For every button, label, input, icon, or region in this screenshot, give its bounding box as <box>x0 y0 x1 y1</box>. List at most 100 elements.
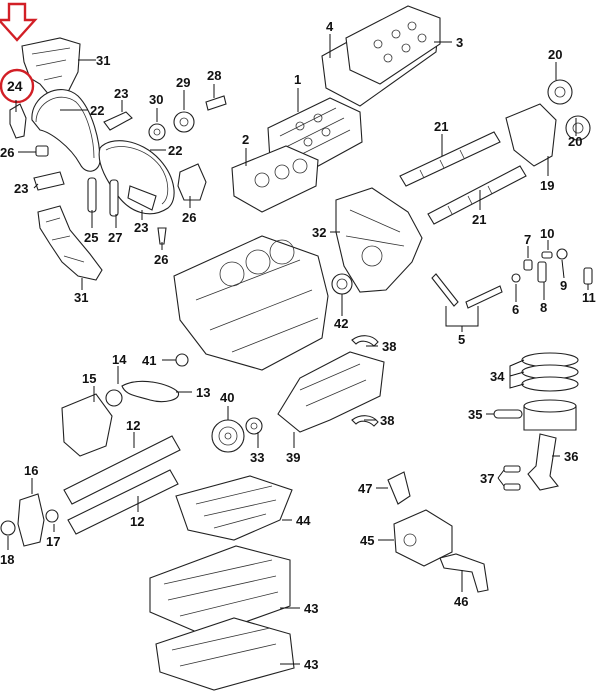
valve-keeper-6 <box>511 273 521 283</box>
callout-11: 11 <box>582 290 596 305</box>
callout-24: 24 <box>7 78 23 94</box>
callout-38b: 38 <box>380 413 394 428</box>
cam-sprocket-upper <box>547 79 573 105</box>
oil-pump-45 <box>393 509 453 567</box>
sprocket-30 <box>148 123 166 141</box>
callout-41: 41 <box>142 353 156 368</box>
balance-housing-16 <box>17 493 45 547</box>
bracket-47 <box>387 471 411 505</box>
chain-guide-23c <box>127 185 157 211</box>
callout-21a: 21 <box>434 119 448 134</box>
chain-13 <box>121 380 180 403</box>
callout-23c: 23 <box>134 220 148 235</box>
crank-damper <box>211 419 245 453</box>
rod-bolt-b <box>503 483 521 491</box>
camshaft-upper <box>399 131 501 187</box>
camshaft-lower <box>427 165 527 225</box>
callout-4: 4 <box>326 19 334 34</box>
crankshaft <box>277 351 385 433</box>
callout-10: 10 <box>540 226 554 241</box>
callout-13: 13 <box>196 385 210 400</box>
callout-22b: 22 <box>168 143 182 158</box>
callout-3: 3 <box>456 35 463 50</box>
callout-26a: 26 <box>0 145 14 160</box>
callout-21b: 21 <box>472 212 486 227</box>
callout-18: 18 <box>0 552 14 567</box>
callout-43a: 43 <box>304 601 318 616</box>
highlight-circle <box>0 68 35 104</box>
spring-8 <box>537 261 547 283</box>
callout-12a: 12 <box>126 418 140 433</box>
bolt-26a <box>35 145 49 157</box>
callout-30: 30 <box>149 92 163 107</box>
bearing-38b <box>351 415 379 427</box>
callout-38a: 38 <box>382 339 396 354</box>
callout-23b: 23 <box>14 181 28 196</box>
callout-16: 16 <box>24 463 38 478</box>
callout-20b: 20 <box>568 134 582 149</box>
tensioner-guide <box>9 103 27 139</box>
engine-block <box>173 235 329 371</box>
callout-45: 45 <box>360 533 374 548</box>
upper-timing-cover <box>21 37 81 97</box>
lower-timing-cover <box>37 205 103 281</box>
chain-guide-23b <box>33 171 65 191</box>
callout-33: 33 <box>250 450 264 465</box>
callout-31a: 31 <box>96 53 110 68</box>
seal-9 <box>556 248 568 260</box>
bolt-26c <box>157 227 167 245</box>
callout-labels: 31 24 22 23 30 29 28 1 4 3 20 20 2 26 22… <box>0 19 596 672</box>
oil-pan-lower <box>155 617 295 691</box>
piston-pin <box>493 409 523 419</box>
oil-pump-cover-15 <box>61 393 113 457</box>
callout-31b: 31 <box>74 290 88 305</box>
callout-43b: 43 <box>304 657 318 672</box>
callout-12b: 12 <box>130 514 144 529</box>
callout-44: 44 <box>296 513 311 528</box>
crank-gear <box>245 417 263 435</box>
sprocket-29 <box>173 111 195 133</box>
cam-adjuster <box>505 103 557 167</box>
seal-41 <box>175 353 189 367</box>
callout-47: 47 <box>358 481 372 496</box>
callout-27: 27 <box>108 230 122 245</box>
callout-leaders <box>7 34 589 665</box>
callout-28: 28 <box>207 68 221 83</box>
callout-20a: 20 <box>548 47 562 62</box>
callout-26b: 26 <box>182 210 196 225</box>
callout-8: 8 <box>540 300 547 315</box>
callout-26c: 26 <box>154 252 168 267</box>
callout-7: 7 <box>524 232 531 247</box>
bolt-28 <box>205 95 227 111</box>
chain-guide-25 <box>87 177 97 213</box>
callout-46: 46 <box>454 594 468 609</box>
callout-17: 17 <box>46 534 60 549</box>
oil-pickup-46 <box>439 553 489 593</box>
lash-adjuster-11 <box>583 267 593 285</box>
callout-1: 1 <box>294 72 301 87</box>
callout-15: 15 <box>82 371 96 386</box>
callout-14: 14 <box>112 352 127 367</box>
chain-guide-27 <box>109 179 119 217</box>
balance-shaft-lower <box>67 469 179 535</box>
rod-bolt-a <box>503 465 521 473</box>
chain-guide-top <box>103 111 133 131</box>
lifter-7 <box>523 259 533 271</box>
retainer-10 <box>541 251 553 259</box>
front-seal <box>331 273 353 295</box>
connecting-rod <box>527 433 559 491</box>
valve-exhaust <box>465 285 503 309</box>
callout-25: 25 <box>84 230 98 245</box>
callout-35: 35 <box>468 407 482 422</box>
cam-sprocket-lower <box>565 115 591 141</box>
head-gasket <box>231 145 319 213</box>
valve-intake <box>431 273 459 307</box>
oil-pan-upper <box>149 545 291 637</box>
callout-22a: 22 <box>90 103 104 118</box>
callout-42: 42 <box>334 316 348 331</box>
balance-shaft-upper <box>63 435 181 505</box>
callout-19: 19 <box>540 178 554 193</box>
callout-36: 36 <box>564 449 578 464</box>
highlight-marker <box>0 2 38 104</box>
